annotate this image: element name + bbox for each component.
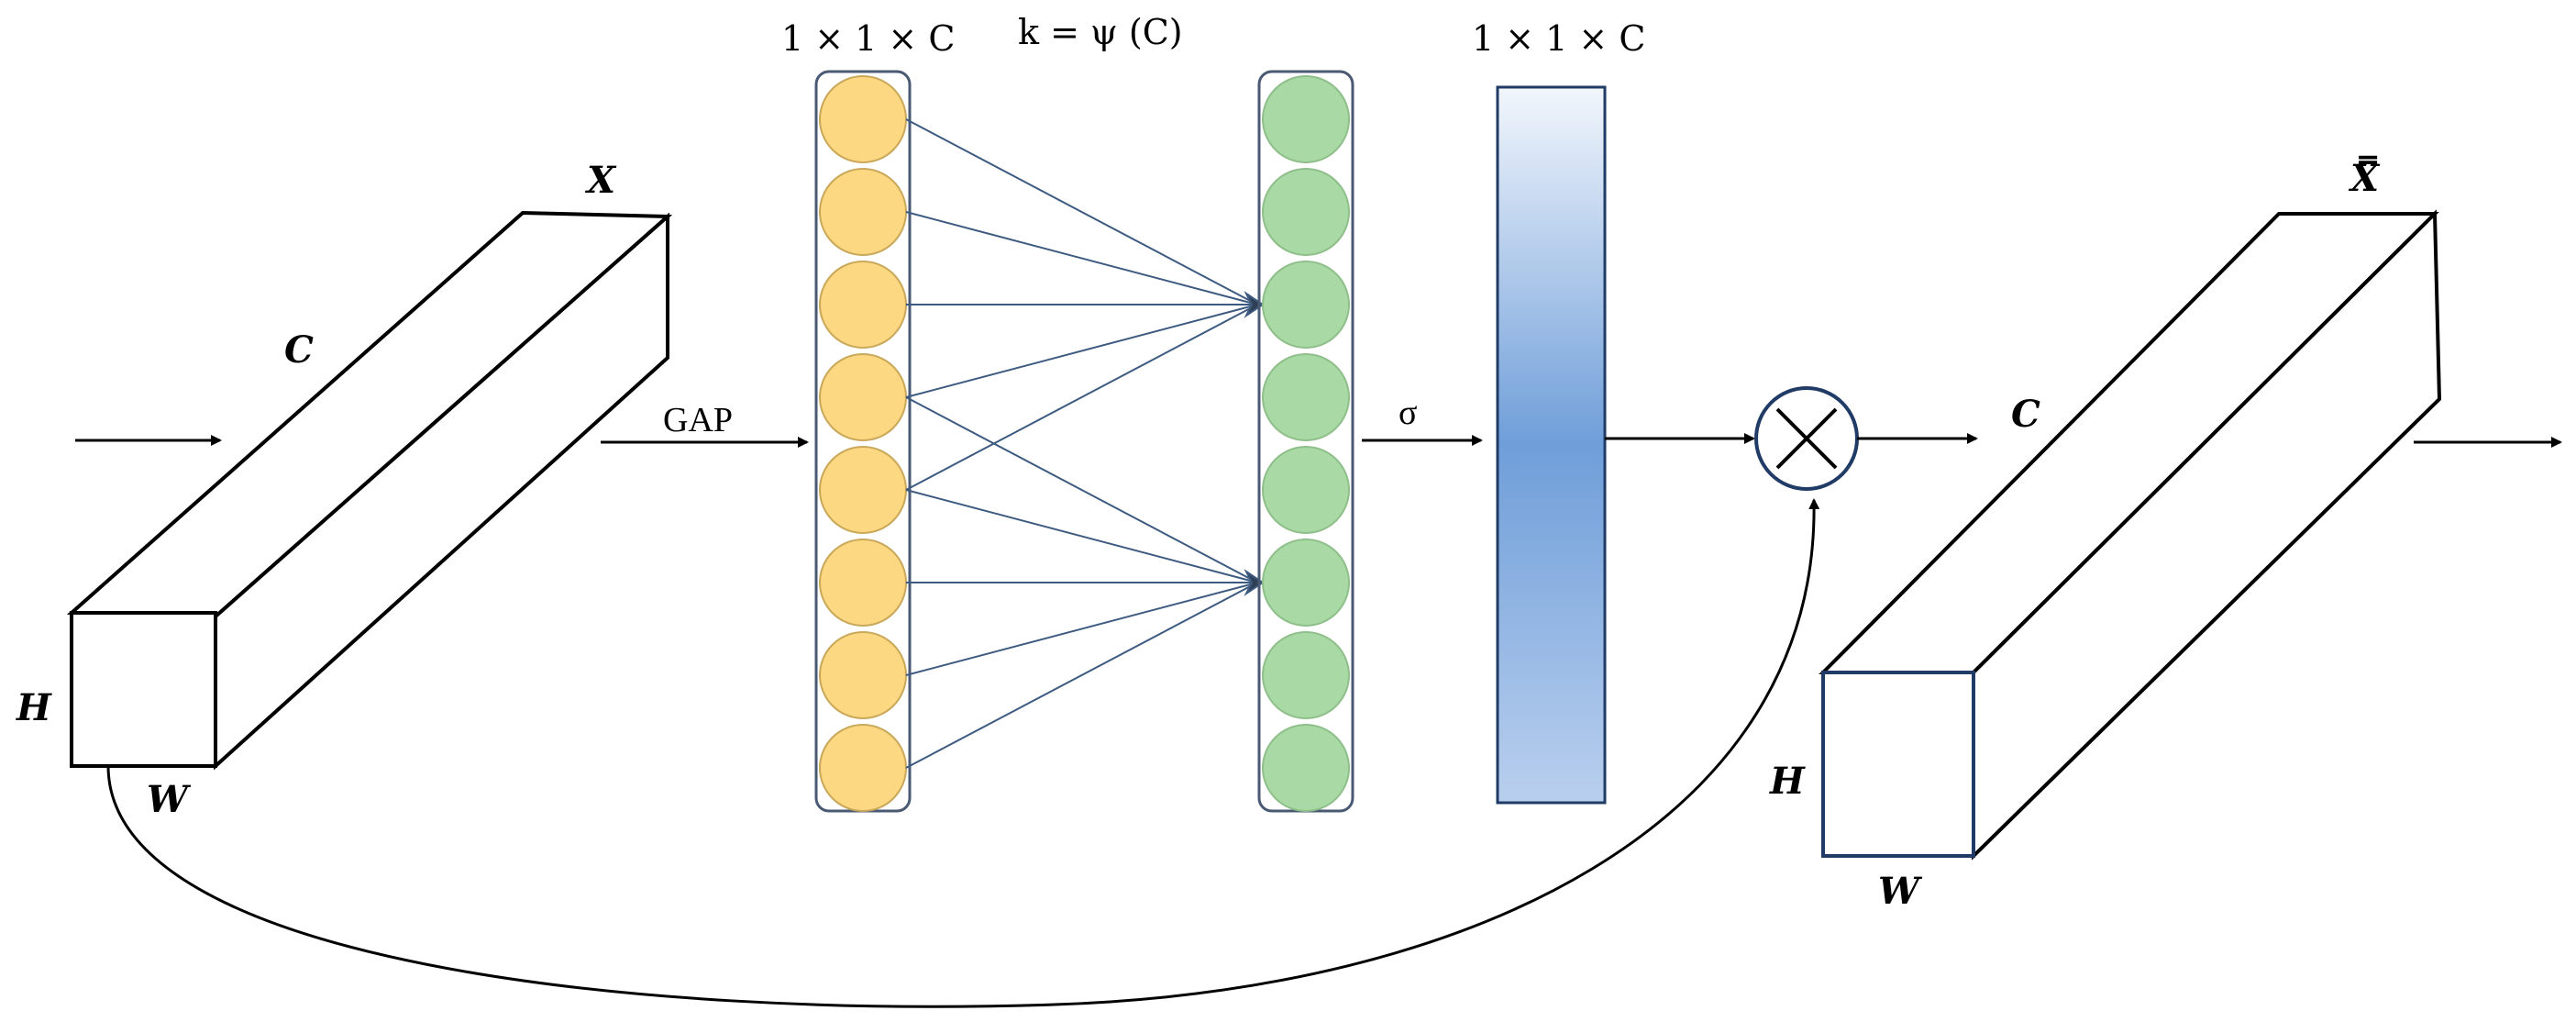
pooled-node	[819, 168, 907, 256]
pooled-node	[819, 724, 907, 812]
conv-node	[1262, 168, 1350, 256]
conv-connection	[905, 304, 1258, 398]
conv-vector-nodes	[1262, 75, 1350, 812]
weights-shape-label: 1 × 1 × C	[1472, 18, 1645, 59]
conv-connection	[905, 582, 1258, 676]
conv-connection	[905, 211, 1258, 305]
multiply-node	[1754, 386, 1859, 491]
output-channel-label: C	[2011, 393, 2040, 436]
output-tensor	[1819, 209, 2442, 861]
gap-label: GAP	[663, 401, 733, 439]
conv-connection	[905, 582, 1258, 769]
output-height-label: H	[1769, 760, 1806, 803]
kernel-label: k = ψ (C)	[1018, 12, 1183, 52]
pooled-node	[819, 353, 907, 441]
weights-bar	[1496, 85, 1607, 805]
sigmoid-label: σ	[1399, 394, 1417, 432]
pooled-node	[819, 446, 907, 534]
pooled-shape-label: 1 × 1 × C	[781, 18, 955, 59]
conv-node	[1262, 631, 1350, 719]
pooled-node	[819, 75, 907, 163]
conv-connection	[905, 304, 1258, 491]
pooled-node	[819, 539, 907, 627]
conv-node	[1262, 539, 1350, 627]
output-tensor-name: X̿	[2348, 157, 2381, 200]
conv-connection	[905, 396, 1258, 583]
conv-connection	[905, 489, 1258, 583]
pooled-node	[819, 631, 907, 719]
pooled-vector-nodes	[819, 75, 907, 812]
conv-node	[1262, 724, 1350, 812]
output-width-label: W	[1878, 870, 1923, 913]
connection-arrowhead	[1244, 569, 1265, 596]
input-tensor-name: X	[584, 159, 617, 202]
skip-connection	[106, 498, 1820, 1008]
pooled-node	[819, 261, 907, 349]
conv-node	[1262, 353, 1350, 441]
input-width-label: W	[147, 778, 192, 821]
conv-node	[1262, 261, 1350, 349]
input-tensor	[66, 210, 673, 771]
conv-node	[1262, 75, 1350, 163]
conv-connections	[905, 118, 1265, 769]
conv-connection	[905, 118, 1258, 305]
input-channel-label: C	[284, 328, 314, 372]
input-height-label: H	[16, 686, 52, 729]
connection-arrowhead	[1244, 291, 1265, 318]
conv-node	[1262, 446, 1350, 534]
